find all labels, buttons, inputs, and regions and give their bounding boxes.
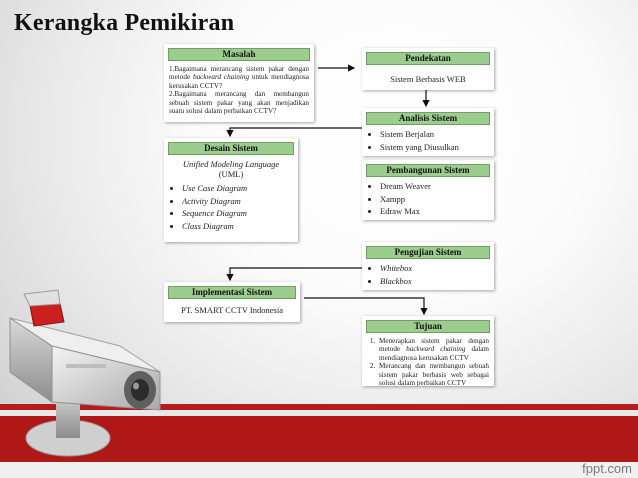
analisis-box: Analisis Sistem Sistem Berjalan Sistem y… bbox=[362, 108, 494, 156]
analisis-header: Analisis Sistem bbox=[366, 112, 490, 125]
arrow-analisis-desain bbox=[226, 127, 362, 138]
desain-uml-abbr: (UML) bbox=[218, 169, 244, 179]
pembangunan-box: Pembangunan Sistem Dream Weaver Xampp Ed… bbox=[362, 160, 494, 220]
pembangunan-item: Dream Weaver bbox=[380, 180, 494, 193]
pengujian-box: Pengujian Sistem Whitebox Blackbox bbox=[362, 242, 494, 290]
pengujian-item: Whitebox bbox=[380, 262, 494, 275]
desain-item: Class Diagram bbox=[182, 220, 298, 233]
masalah-item-2: 2.Bagaimana merancang dan membangun sebu… bbox=[169, 90, 309, 116]
tujuan-box: Tujuan Menerapkan sistem pakar dengan me… bbox=[362, 316, 494, 386]
tujuan-header: Tujuan bbox=[366, 320, 490, 333]
cctv-camera-icon bbox=[9, 289, 161, 457]
pembangunan-item: Edraw Max bbox=[380, 205, 494, 218]
masalah-item-1: 1.Bagaimana merancang sistem pakar denga… bbox=[169, 65, 309, 90]
implementasi-text: PT. SMART CCTV Indonesia bbox=[181, 305, 283, 315]
desain-list: Use Case Diagram Activity Diagram Sequen… bbox=[164, 182, 298, 232]
implementasi-box: Implementasi Sistem PT. SMART CCTV Indon… bbox=[164, 282, 300, 322]
pengujian-header: Pengujian Sistem bbox=[366, 246, 490, 259]
masalah-header: Masalah bbox=[168, 48, 310, 61]
tujuan-list: Menerapkan sistem pakar dengan metode ba… bbox=[367, 337, 489, 386]
desain-header: Desain Sistem bbox=[168, 142, 294, 155]
analisis-item: Sistem yang Diusulkan bbox=[380, 141, 494, 154]
desain-item: Sequence Diagram bbox=[182, 207, 298, 220]
masalah-body: 1.Bagaimana merancang sistem pakar denga… bbox=[164, 61, 314, 119]
implementasi-header: Implementasi Sistem bbox=[168, 286, 296, 299]
pendekatan-header: Pendekatan bbox=[366, 52, 490, 65]
footer-band-thin bbox=[0, 404, 638, 410]
pengujian-item: Blackbox bbox=[380, 275, 494, 288]
desain-uml-line: Unified Modeling Language bbox=[182, 159, 280, 169]
analisis-list: Sistem Berjalan Sistem yang Diusulkan bbox=[362, 128, 494, 153]
footer-band-gap bbox=[0, 410, 638, 416]
pembangunan-list: Dream Weaver Xampp Edraw Max bbox=[362, 180, 494, 218]
footer-band-bottom bbox=[0, 462, 638, 478]
pengujian-list: Whitebox Blackbox bbox=[362, 262, 494, 287]
desain-item: Use Case Diagram bbox=[182, 182, 298, 195]
tujuan-item-2: Merancang dan membangun sebuah sistem pa… bbox=[377, 362, 489, 386]
slide-title: Kerangka Pemikiran bbox=[14, 10, 235, 36]
pembangunan-item: Xampp bbox=[380, 193, 494, 206]
pembangunan-header: Pembangunan Sistem bbox=[366, 164, 490, 177]
arrow-implementasi-tujuan bbox=[304, 297, 428, 316]
analisis-item: Sistem Berjalan bbox=[380, 128, 494, 141]
arrow-pengujian-implementasi bbox=[226, 267, 362, 282]
pendekatan-text: Sistem Berbasis WEB bbox=[390, 74, 466, 84]
footer-brand: fppt.com bbox=[582, 461, 632, 476]
desain-item: Activity Diagram bbox=[182, 195, 298, 208]
pendekatan-box: Pendekatan Sistem Berbasis WEB bbox=[362, 48, 494, 90]
masalah-box: Masalah 1.Bagaimana merancang sistem pak… bbox=[164, 44, 314, 122]
tujuan-item-1: Menerapkan sistem pakar dengan metode ba… bbox=[377, 337, 489, 362]
desain-box: Desain Sistem Unified Modeling Language … bbox=[164, 138, 298, 242]
